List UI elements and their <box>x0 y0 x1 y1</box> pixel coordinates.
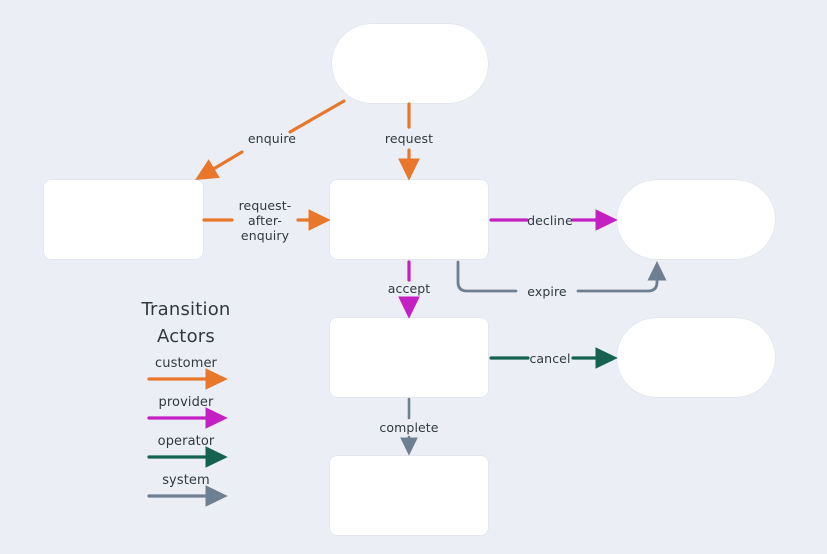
edge-label-cancel: cancel <box>529 351 571 366</box>
node-right-top[interactable] <box>617 180 775 259</box>
legend-label-provider: provider <box>158 395 214 410</box>
node-right-bottom[interactable] <box>617 318 775 397</box>
node-top[interactable] <box>332 24 488 103</box>
legend-title-line1: Transition <box>141 299 231 320</box>
legend-label-customer: customer <box>154 356 218 371</box>
node-left[interactable] <box>44 180 203 259</box>
edge-label-request: request <box>384 131 434 146</box>
edge-label-request-after-enquiry: request- after- enquiry <box>238 198 292 243</box>
legend-title-line2: Actors <box>157 326 215 347</box>
edge-label-accept: accept <box>387 281 431 296</box>
legend-label-operator: operator <box>157 434 215 449</box>
edge-label-complete: complete <box>379 420 439 435</box>
node-center[interactable] <box>330 180 488 259</box>
edge-label-enquire: enquire <box>247 131 297 146</box>
legend-label-system: system <box>162 473 210 488</box>
edge-label-decline: decline <box>527 213 573 228</box>
node-bottom[interactable] <box>330 456 488 535</box>
edge-label-expire: expire <box>527 284 567 299</box>
node-middle[interactable] <box>330 318 488 397</box>
